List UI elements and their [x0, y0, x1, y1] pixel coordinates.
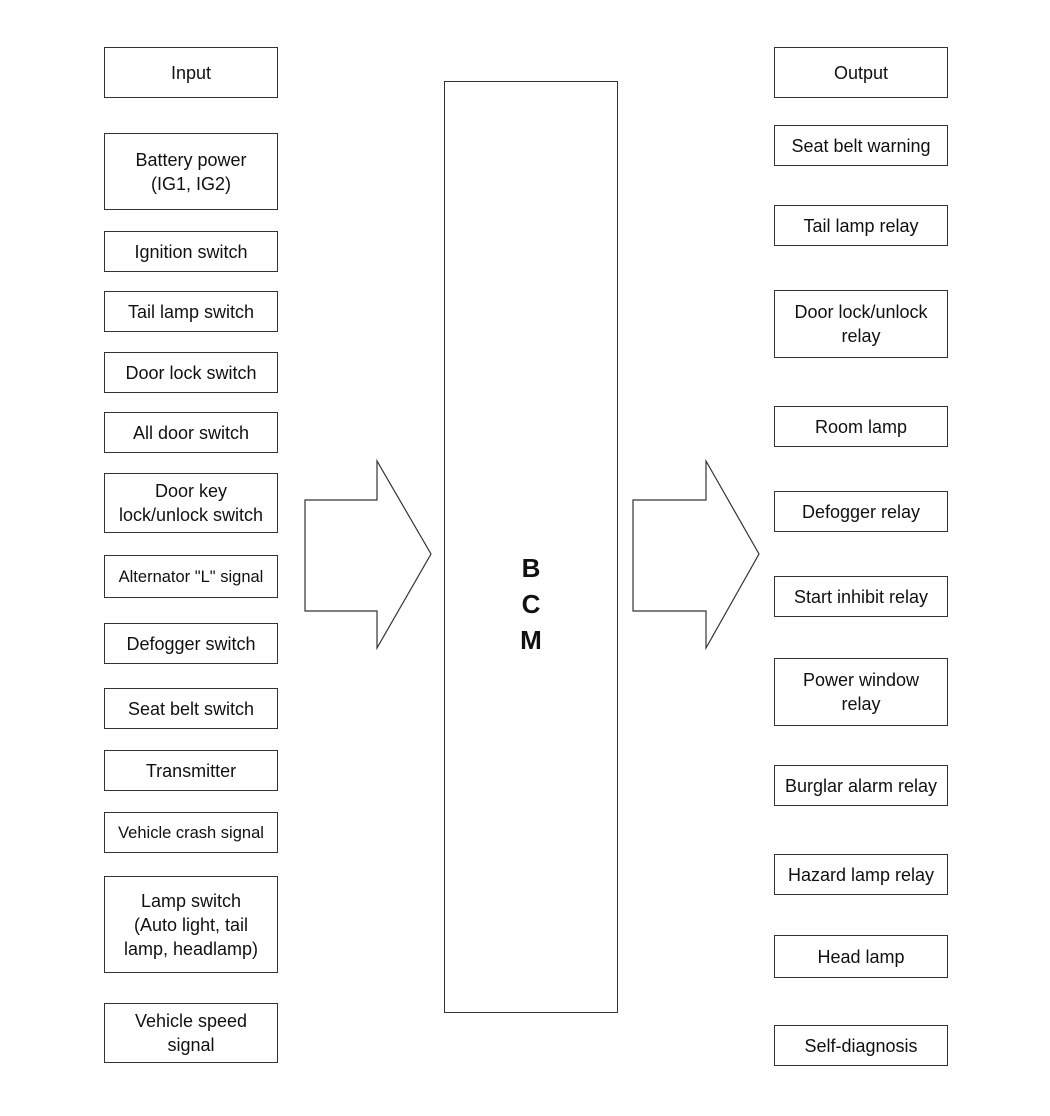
- input-label: Lamp switch (Auto light, tail lamp, head…: [123, 890, 259, 959]
- input-label: Transmitter: [145, 760, 237, 781]
- output-self-diagnosis: Self-diagnosis: [774, 1025, 948, 1066]
- bcm-label: B C M: [520, 553, 542, 655]
- input-door-lock-switch: Door lock switch: [104, 352, 278, 393]
- input-label: Seat belt switch: [127, 698, 255, 719]
- output-burglar-alarm-relay: Burglar alarm relay: [774, 765, 948, 806]
- output-seat-belt-warning: Seat belt warning: [774, 125, 948, 166]
- output-label: Start inhibit relay: [793, 586, 929, 607]
- input-arrow: [304, 458, 432, 651]
- output-label: Head lamp: [817, 946, 905, 967]
- output-hazard-lamp-relay: Hazard lamp relay: [774, 854, 948, 895]
- input-lamp-switch: Lamp switch (Auto light, tail lamp, head…: [104, 876, 278, 973]
- input-door-key-switch: Door key lock/unlock switch: [104, 473, 278, 533]
- input-label: Vehicle crash signal: [118, 823, 264, 842]
- output-label: Burglar alarm relay: [784, 775, 938, 796]
- input-alternator-signal: Alternator "L" signal: [104, 555, 278, 598]
- output-defogger-relay: Defogger relay: [774, 491, 948, 532]
- output-header-label: Output: [833, 62, 889, 83]
- input-label: All door switch: [132, 422, 250, 443]
- input-header: Input: [104, 47, 278, 98]
- input-vehicle-speed-signal: Vehicle speed signal: [104, 1003, 278, 1063]
- output-label: Defogger relay: [801, 501, 921, 522]
- output-label: Seat belt warning: [791, 135, 931, 156]
- output-power-window-relay: Power window relay: [774, 658, 948, 726]
- input-vehicle-crash-signal: Vehicle crash signal: [104, 812, 278, 853]
- input-header-label: Input: [170, 62, 212, 83]
- output-label: Door lock/unlock relay: [794, 302, 928, 346]
- output-label: Self-diagnosis: [804, 1035, 918, 1056]
- output-label: Hazard lamp relay: [787, 864, 935, 885]
- input-label: Battery power (IG1, IG2): [135, 149, 247, 194]
- input-label: Ignition switch: [134, 241, 248, 262]
- input-label: Defogger switch: [126, 633, 256, 654]
- output-start-inhibit-relay: Start inhibit relay: [774, 576, 948, 617]
- input-label: Vehicle speed signal: [134, 1011, 248, 1055]
- output-label: Tail lamp relay: [803, 215, 919, 236]
- input-label: Door key lock/unlock switch: [118, 481, 264, 525]
- output-arrow: [632, 458, 760, 651]
- output-room-lamp: Room lamp: [774, 406, 948, 447]
- input-label: Door lock switch: [125, 362, 257, 383]
- input-defogger-switch: Defogger switch: [104, 623, 278, 664]
- output-door-lock-relay: Door lock/unlock relay: [774, 290, 948, 358]
- output-head-lamp: Head lamp: [774, 935, 948, 978]
- input-ignition-switch: Ignition switch: [104, 231, 278, 272]
- input-transmitter: Transmitter: [104, 750, 278, 791]
- output-label: Room lamp: [814, 416, 908, 437]
- output-header: Output: [774, 47, 948, 98]
- input-tail-lamp-switch: Tail lamp switch: [104, 291, 278, 332]
- input-seat-belt-switch: Seat belt switch: [104, 688, 278, 729]
- input-label: Tail lamp switch: [127, 301, 255, 322]
- input-all-door-switch: All door switch: [104, 412, 278, 453]
- output-label: Power window relay: [802, 670, 920, 714]
- input-battery-power: Battery power (IG1, IG2): [104, 133, 278, 210]
- output-tail-lamp-relay: Tail lamp relay: [774, 205, 948, 246]
- bcm-block: B C M: [444, 81, 618, 1013]
- input-label: Alternator "L" signal: [118, 567, 264, 586]
